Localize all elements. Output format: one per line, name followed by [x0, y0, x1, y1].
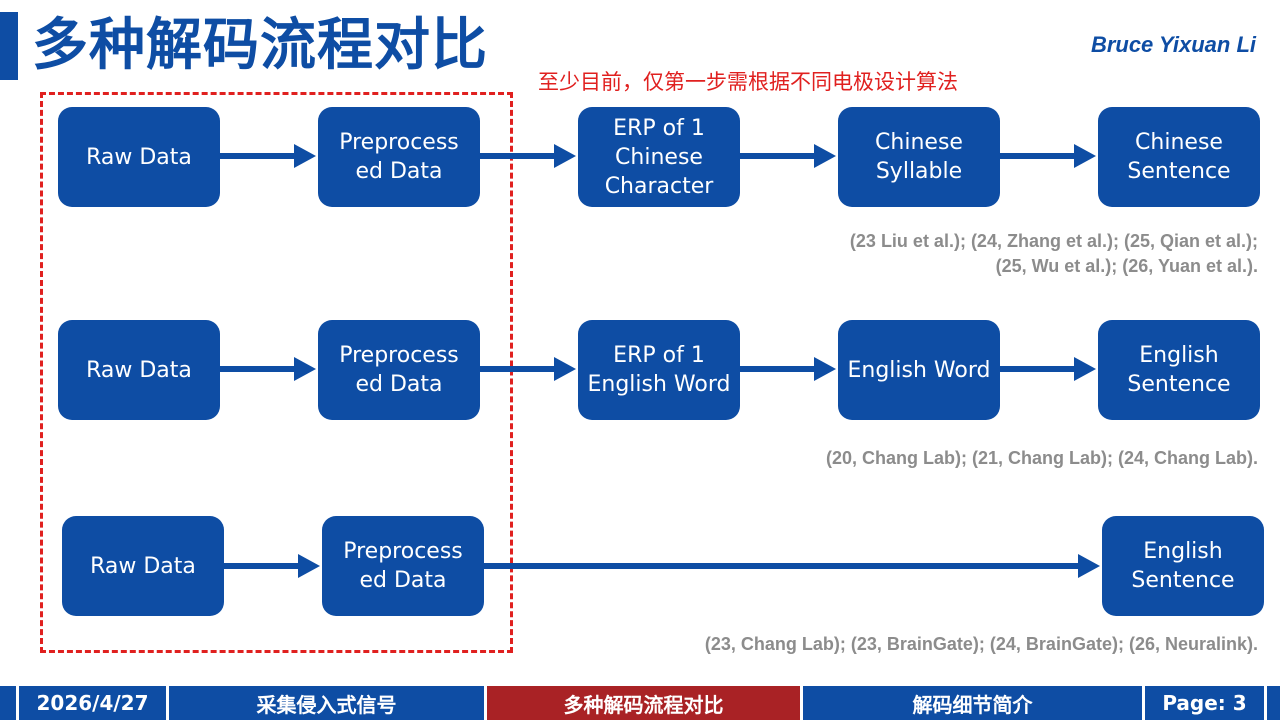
- footer-right-edge: [1264, 686, 1280, 720]
- row1-syllable-node: Chinese Syllable: [838, 107, 1000, 207]
- footer-page-number: Page: 3: [1142, 686, 1264, 720]
- footer-section-decoding-comparison[interactable]: 多种解码流程对比: [484, 686, 800, 720]
- row2-preprocessed-node: Preprocess ed Data: [318, 320, 480, 420]
- author-name: Bruce Yixuan Li: [1090, 32, 1256, 57]
- row1-arrow-1: [220, 144, 316, 168]
- row3-references: (23, Chang Lab); (23, BrainGate); (24, B…: [705, 632, 1258, 657]
- row2-arrow-4: [1000, 357, 1096, 381]
- row3-references-line1: (23, Chang Lab); (23, BrainGate); (24, B…: [704, 634, 1258, 654]
- row3-arrow-2: [484, 554, 1100, 578]
- preprocessing-highlight-box: [40, 92, 513, 653]
- row3-sentence-node: English Sentence: [1102, 516, 1264, 616]
- row1-references: (23 Liu et al.); (24, Zhang et al.); (25…: [850, 229, 1258, 279]
- footer-section-invasive-signal[interactable]: 采集侵入式信号: [166, 686, 484, 720]
- row2-raw-data-node: Raw Data: [58, 320, 220, 420]
- row1-references-line1: (23 Liu et al.); (24, Zhang et al.); (25…: [849, 231, 1258, 251]
- page-title: 多种解码流程对比: [32, 13, 488, 78]
- row1-references-line2: (25, Wu et al.); (26, Yuan et al.).: [995, 256, 1258, 276]
- row2-arrow-1: [220, 357, 316, 381]
- row2-arrow-2: [480, 357, 576, 381]
- footer-section-decoding-details[interactable]: 解码细节简介: [800, 686, 1142, 720]
- footer-bar: 2026/4/27 采集侵入式信号 多种解码流程对比 解码细节简介 Page: …: [0, 686, 1280, 720]
- row1-preprocessed-node: Preprocess ed Data: [318, 107, 480, 207]
- red-annotation: 至少目前，仅第一步需根据不同电极设计算法: [538, 70, 958, 94]
- row1-arrow-2: [480, 144, 576, 168]
- row1-arrow-4: [1000, 144, 1096, 168]
- row3-preprocessed-node: Preprocess ed Data: [322, 516, 484, 616]
- row1-erp-node: ERP of 1 Chinese Character: [578, 107, 740, 207]
- row2-references-line1: (20, Chang Lab); (21, Chang Lab); (24, C…: [825, 448, 1258, 468]
- row1-raw-data-node: Raw Data: [58, 107, 220, 207]
- row3-arrow-1: [224, 554, 320, 578]
- footer-left-edge: [0, 686, 16, 720]
- footer-date: 2026/4/27: [16, 686, 166, 720]
- row2-sentence-node: English Sentence: [1098, 320, 1260, 420]
- row2-references: (20, Chang Lab); (21, Chang Lab); (24, C…: [826, 446, 1258, 471]
- row2-word-node: English Word: [838, 320, 1000, 420]
- row2-erp-node: ERP of 1 English Word: [578, 320, 740, 420]
- title-accent-bar: [0, 12, 18, 80]
- row1-arrow-3: [740, 144, 836, 168]
- row3-raw-data-node: Raw Data: [62, 516, 224, 616]
- row2-arrow-3: [740, 357, 836, 381]
- row1-sentence-node: Chinese Sentence: [1098, 107, 1260, 207]
